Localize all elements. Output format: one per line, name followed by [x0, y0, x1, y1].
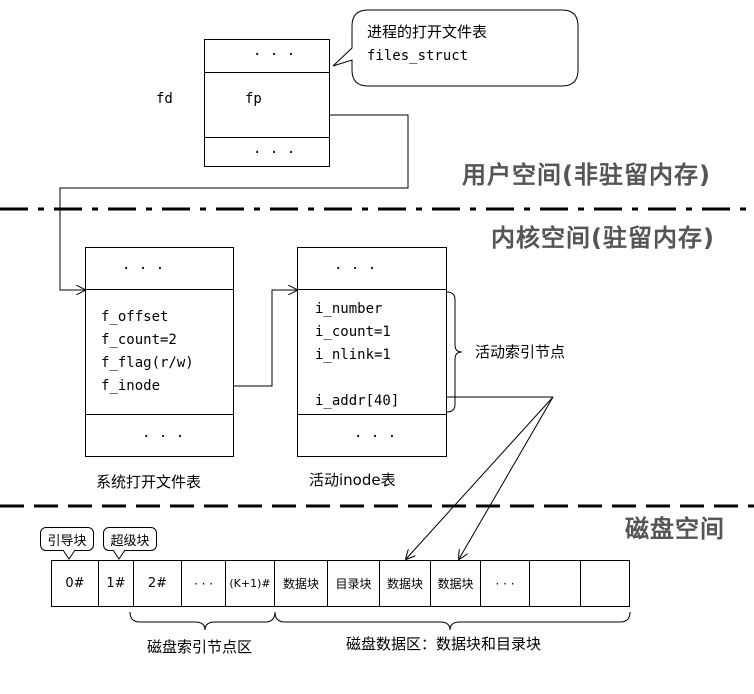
disk-block-dots: · · ·: [480, 560, 530, 607]
disk-block-empty: [580, 560, 630, 607]
callout-title: 进程的打开文件表: [367, 23, 488, 41]
disk-data-block: 数据块: [274, 560, 328, 607]
sys-field-f-inode: f_inode: [101, 378, 161, 394]
active-inode-table: · · · i_number i_count=1 i_nlink=1 i_add…: [297, 247, 447, 457]
fd-label: fd: [156, 91, 173, 107]
process-fd-table: · · · fp · · ·: [204, 39, 330, 167]
disk-block-super: 1#: [98, 560, 134, 607]
user-space-label: 用户空间(非驻留内存): [462, 161, 711, 189]
sys-field-f-offset: f_offset: [101, 309, 169, 325]
disk-space-label: 磁盘空间: [625, 515, 725, 543]
disk-data-area-label: 磁盘数据区：数据块和目录块: [346, 635, 542, 653]
inode-area-bracket: [129, 611, 276, 631]
boot-block-tag: 引导块: [40, 527, 94, 551]
disk-data-block: 数据块: [379, 560, 431, 607]
fd-table-top-dots: · · ·: [253, 47, 296, 63]
active-inode-brace-label: 活动索引节点: [475, 343, 566, 361]
inode-table-top-dots: · · ·: [334, 261, 377, 277]
inode-field-i-number: i_number: [315, 301, 383, 317]
fd-table-bottom-dots: · · ·: [253, 145, 296, 161]
disk-block-empty: [529, 560, 581, 607]
disk-data-block: 数据块: [430, 560, 481, 607]
disk-block-boot: 0#: [51, 560, 99, 607]
disk-inode-area-label: 磁盘索引节点区: [147, 638, 253, 656]
sys-table-top-dots: · · ·: [122, 261, 165, 277]
disk-block-inode-2: 2#: [133, 560, 182, 607]
inode-brace: [446, 291, 463, 413]
i-addr-arrow-1: [406, 396, 554, 559]
kernel-space-label: 内核空间(驻留内存): [491, 224, 715, 252]
disk-block-inode-k1: (K+1)#: [225, 560, 275, 607]
system-open-file-table: · · · f_offset f_count=2 f_flag(r/w) f_i…: [85, 247, 234, 457]
fp-entry-label: fp: [245, 91, 262, 107]
inode-field-i-nlink: i_nlink=1: [315, 347, 391, 363]
inode-table-bottom-dots: · · ·: [354, 429, 397, 445]
callout-bubble: [332, 9, 579, 87]
i-addr-arrow-2: [459, 396, 554, 559]
fp-pointer-arrow: [59, 114, 409, 290]
active-inode-table-caption: 活动inode表: [309, 471, 396, 489]
inode-field-i-addr: i_addr[40]: [315, 393, 400, 409]
sys-field-f-count: f_count=2: [101, 332, 177, 348]
sys-field-f-flag: f_flag(r/w): [101, 355, 194, 371]
disk-directory-block: 目录块: [327, 560, 380, 607]
system-open-file-table-caption: 系统打开文件表: [96, 473, 202, 491]
super-block-tag: 超级块: [103, 527, 157, 551]
data-area-bracket: [274, 611, 631, 631]
inode-field-i-count: i_count=1: [315, 324, 391, 340]
sys-table-bottom-dots: · · ·: [142, 429, 185, 445]
disk-block-inode-dots: · · ·: [181, 560, 226, 607]
callout-struct-name: files_struct: [367, 48, 469, 64]
